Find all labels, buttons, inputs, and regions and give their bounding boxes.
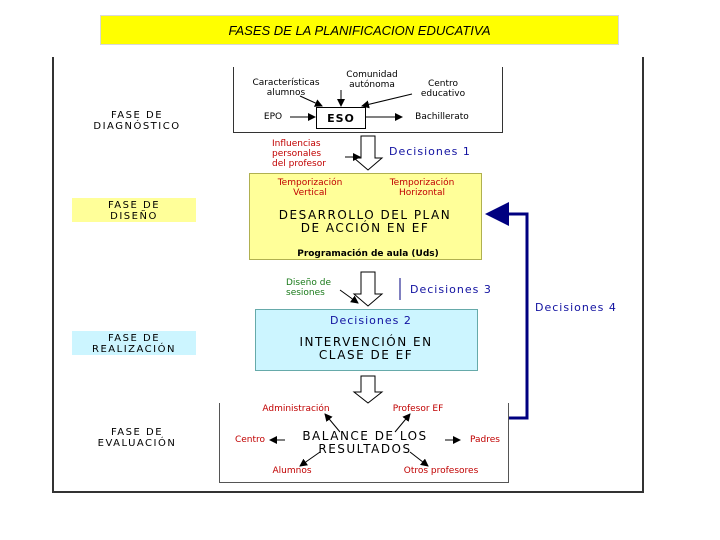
- administracion-label: Administración: [262, 404, 330, 414]
- arrow-centro-eso: [361, 93, 413, 109]
- arrow-admin: [324, 413, 341, 433]
- diseno-sesiones-label: Diseño de sesiones: [286, 278, 331, 298]
- padres-label: Padres: [470, 435, 500, 445]
- feedback-arrow: [485, 202, 529, 420]
- arrow-alumnos: [299, 451, 321, 467]
- diagram-frame: [52, 57, 644, 493]
- arrow-caracteristicas-eso: [299, 95, 323, 107]
- diagnostico-box: [233, 67, 503, 133]
- decisiones-1-label: Decisiones 1: [389, 145, 471, 158]
- comunidad-label: Comunidad autónoma: [346, 70, 398, 90]
- decisiones-4-label: Decisiones 4: [535, 301, 617, 314]
- epo-label: EPO: [263, 112, 283, 122]
- caracteristicas-label: Características alumnos: [252, 78, 320, 98]
- decisiones-2-label: Decisiones 2: [330, 314, 412, 327]
- diseno-main-label: DESARROLLO DEL PLAN DE ACCIÓN EN EF: [278, 208, 452, 235]
- eso-box: ESO: [316, 107, 366, 129]
- programacion-label: Programación de aula (Uds): [297, 249, 439, 259]
- centro-eval-label: Centro: [234, 435, 266, 445]
- phase-diagnostico: FASE DE DIAGNÓSTICO: [93, 110, 181, 132]
- phase-evaluacion: FASE DE EVALUACIÓN: [97, 427, 177, 449]
- otros-label: Otros profesores: [403, 466, 479, 476]
- hollow-arrow-3: [352, 375, 384, 404]
- bachillerato-label: Bachillerato: [415, 112, 469, 122]
- phase-realizacion: FASE DE REALIZACIÓN: [72, 331, 196, 355]
- arrow-otros: [409, 451, 429, 467]
- hollow-arrow-2: [352, 271, 384, 307]
- page-title: FASES DE LA PLANIFICACION EDUCATIVA: [100, 15, 619, 45]
- realizacion-box: [255, 309, 478, 371]
- hollow-arrow-1: [352, 135, 384, 171]
- diseno-box: [249, 173, 482, 260]
- alumnos-label: Alumnos: [272, 466, 312, 476]
- profesor-label: Profesor EF: [392, 404, 444, 414]
- arrow-sesiones: [339, 289, 359, 304]
- influencias-label: Influencias personales del profesor: [272, 139, 326, 169]
- page-title-text: FASES DE LA PLANIFICACION EDUCATIVA: [228, 22, 491, 38]
- decisiones-3-label: Decisiones 3: [410, 283, 492, 296]
- arrow-profesor: [394, 413, 411, 433]
- vertical-label: Temporización Vertical: [277, 178, 343, 198]
- realizacion-main-label: INTERVENCIÓN EN CLASE DE EF: [299, 335, 433, 362]
- centro-label: Centro educativo: [420, 79, 466, 99]
- phase-diseno: FASE DE DISEÑO: [72, 198, 196, 222]
- evaluacion-box: [219, 403, 509, 483]
- horizontal-label: Temporización Horizontal: [389, 178, 455, 198]
- evaluacion-main-label: BALANCE DE LOS RESULTADOS: [302, 429, 428, 456]
